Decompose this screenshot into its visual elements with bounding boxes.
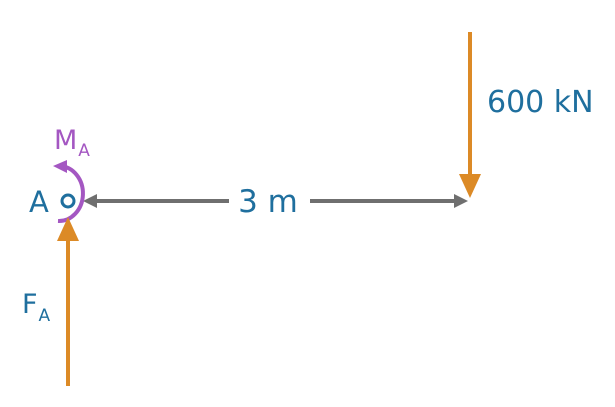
dimension-arrowhead-right <box>454 194 468 208</box>
dimension-arrowhead-left <box>83 194 97 208</box>
applied-load-label: 600 kN <box>487 85 594 120</box>
moment-label-main: M <box>54 125 77 156</box>
reaction-force-arrowhead <box>57 217 79 241</box>
moment-label: MA <box>54 125 90 161</box>
moment-label-sub: A <box>78 141 90 161</box>
point-label: A <box>29 185 49 219</box>
moment-arrowhead <box>53 160 67 173</box>
distance-label: 3 m <box>238 184 298 220</box>
reaction-force-label-main: F <box>22 289 38 320</box>
reaction-force-label-sub: A <box>39 306 51 326</box>
reaction-force-label: FA <box>22 289 51 326</box>
moment-arc <box>57 164 85 224</box>
applied-load-arrowhead <box>459 174 481 198</box>
point-a-pin-icon <box>60 193 76 209</box>
